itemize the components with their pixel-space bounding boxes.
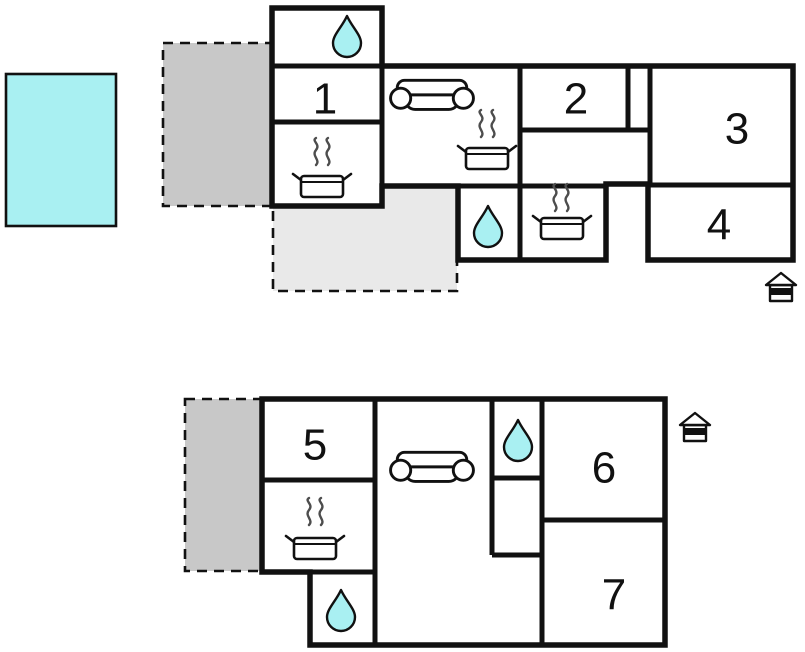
terrace-upper xyxy=(161,41,274,208)
room-4-label: 4 xyxy=(707,200,731,249)
swimming-pool xyxy=(4,72,118,228)
pot-icon xyxy=(291,172,353,199)
room-5-label: 5 xyxy=(303,420,327,469)
room-3-label: 3 xyxy=(725,104,749,153)
pot-icon xyxy=(456,144,518,171)
upper-floor-plan: 1 2 3 4 xyxy=(161,5,798,303)
sofa-icon xyxy=(389,450,475,483)
lower-floor-outline xyxy=(259,396,668,648)
room-6-label: 6 xyxy=(592,443,616,492)
upper-floor-interior-walls xyxy=(272,63,793,260)
lower-floor-plan: 5 6 7 xyxy=(183,396,712,648)
room-7-label: 7 xyxy=(602,570,626,619)
house-entrance-icon xyxy=(678,411,712,443)
room-1-label: 1 xyxy=(313,74,337,123)
sofa-icon xyxy=(389,78,475,111)
room-2-label: 2 xyxy=(564,74,588,123)
lower-floor-interior-walls xyxy=(262,399,665,645)
house-entrance-icon xyxy=(764,271,798,303)
pot-icon xyxy=(284,534,346,561)
pot-icon xyxy=(531,214,593,241)
terrace-lower xyxy=(183,397,265,573)
